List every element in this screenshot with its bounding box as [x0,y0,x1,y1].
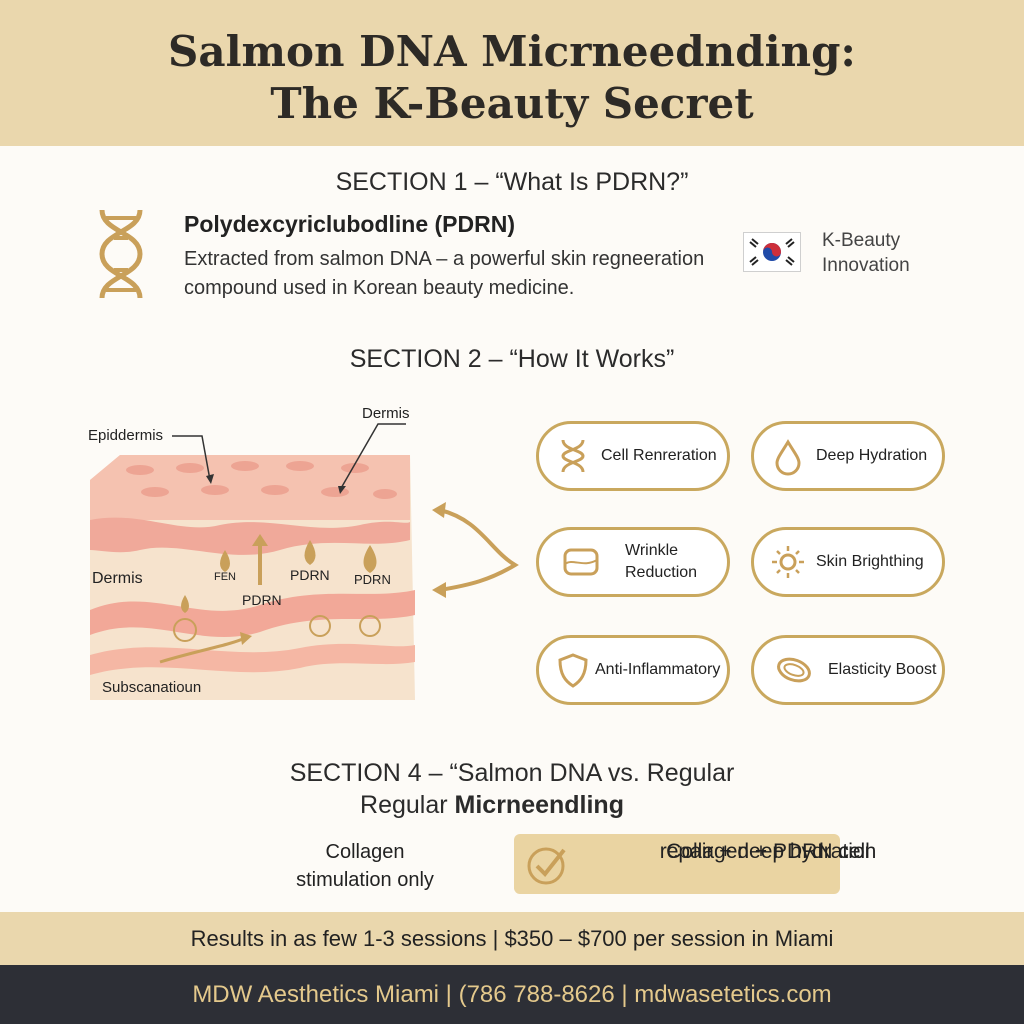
dna-icon [561,439,585,473]
section-4-title-line-1: SECTION 4 – “Salmon DNA vs. Regular [289,759,735,787]
benefit-label: Anti-Inflammatory [595,661,721,678]
shield-icon [558,653,588,688]
benefit-cell-regeneration: Cell Renreration [536,421,730,491]
salmon-dna-benefit-text: Collagen + PDRN cell repair + deep hydra… [576,836,877,864]
section-1-title: SECTION 1 – “What Is PDRN?” [335,168,689,196]
salmon-dna-benefit-box: Collagen + PDRN cell repair + deep hydra… [514,834,877,894]
skin-texture-icon [563,548,599,576]
korea-flag-icon [743,232,801,272]
benefit-label-line-2: Reduction [625,564,698,581]
title-line-1: Salmon DNA Micrneednding: [168,27,856,76]
results-banner: Results in as few 1-3 sessions | $350 – … [0,912,1024,965]
benefit-skin-brightening: Skin Brighthing [751,527,945,597]
salmon-line-1: Collagen + PDRN cell [666,840,870,863]
section-4-title-plain: Regular [360,791,455,819]
label-dermis-top: Dermis [362,405,410,422]
ring-icon [777,657,811,683]
footer-contact: MDW Aesthetics Miami | (786 788-8626 | m… [0,965,1024,1024]
k-beauty-line-1: K-Beauty [822,230,901,251]
benefit-label: Elasticity Boost [828,661,937,678]
pdrn-description: Extracted from salmon DNA – a powerful s… [184,248,705,299]
salmon-line-2: repair + deep hydration [659,840,877,863]
k-beauty-line-2: Innovation [822,255,910,276]
checkmark-icon [527,847,566,885]
header-banner: Salmon DNA Micrneednding: The K-Beauty S… [0,0,1024,146]
benefit-label: Skin Brighthing [816,553,924,570]
benefit-label: Wrinkle Reduction [617,540,697,584]
sun-icon [772,546,804,578]
page-title: Salmon DNA Micrneednding: The K-Beauty S… [0,0,1024,130]
section-4-title: SECTION 4 – “Salmon DNA vs. Regular Regu… [0,757,1024,821]
regular-microneedling-benefit: Collagen stimulation only [290,838,440,894]
label-dermis-side: Dermis [92,570,143,587]
benefit-label: Deep Hydration [816,447,928,464]
benefit-label-line-1: Wrinkle [625,542,679,559]
benefit-wrinkle-reduction: Wrinkle Reduction [536,527,730,597]
section-4-title-line-2: Regular Micrneendling [360,791,624,819]
label-drop-4: PDRN [354,572,391,587]
dna-icon [99,209,143,299]
title-line-2: The K-Beauty Secret [270,79,754,128]
label-drop-3: PDRN [290,567,330,583]
label-drop-1: FEN [214,571,236,583]
label-epidermis: Epiddermis [88,427,163,444]
regular-line-2: stimulation only [296,869,434,891]
water-drop-icon [775,439,801,476]
label-subcutaneous: Subscanatioun [102,679,201,696]
benefit-anti-inflammatory: Anti-Inflammatory [536,635,730,705]
section-2-title: SECTION 2 – “How It Works” [349,345,675,373]
benefit-label: Cell Renreration [601,447,717,464]
label-drop-2: PDRN [242,592,282,608]
pdrn-name: Polydexcyriclubodline (PDRN) [184,211,516,237]
skin-layers-diagram: Epiddermis Dermis Dermis Subscanatioun F… [88,405,415,700]
section-4-title-bold: Micrneendling [454,791,624,819]
k-beauty-badge: K-Beauty Innovation [822,228,952,278]
double-arrow-icon [432,502,519,598]
regular-line-1: Collagen [325,841,405,863]
benefit-elasticity-boost: Elasticity Boost [751,635,945,705]
benefit-deep-hydration: Deep Hydration [751,421,945,491]
